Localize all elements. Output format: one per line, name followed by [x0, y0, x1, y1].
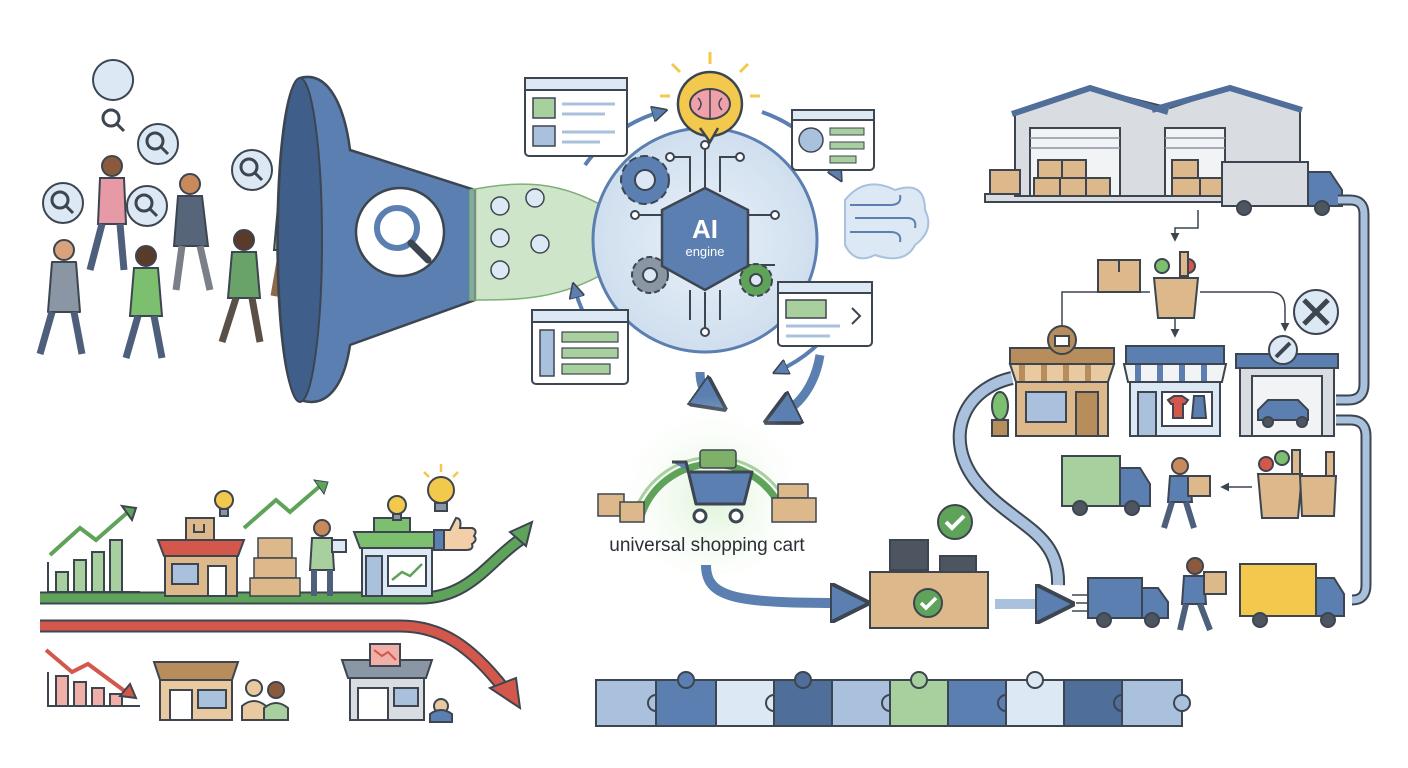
- package-boxes: [249, 537, 301, 597]
- courier-figure: [1161, 457, 1211, 529]
- data-stream: [469, 183, 611, 301]
- delivery-truck-icon: [1221, 161, 1343, 216]
- coffee-cup-icon: [1047, 325, 1077, 355]
- puzzle-piece-icon: [595, 679, 665, 727]
- closed-store: [340, 643, 434, 721]
- checkmark-icon: [913, 588, 943, 618]
- shopper-figure: [86, 155, 128, 271]
- delivery-truck-icon: [1072, 577, 1169, 628]
- checkout-counter: [869, 504, 989, 629]
- store-worker-figure: [308, 519, 347, 596]
- megaphone-funnel: [276, 75, 477, 404]
- grocery-bag: [1152, 251, 1200, 319]
- trend-up-arrow: [242, 484, 322, 530]
- puzzle-piece-icon: [889, 671, 949, 727]
- lightbulb-icon: [423, 464, 459, 512]
- shopper-icon: [241, 679, 289, 721]
- gear-icon: [631, 256, 669, 294]
- growth-path: [40, 464, 534, 605]
- browser-window-bottom-left: [531, 309, 629, 385]
- thumbs-up-icon: [433, 516, 477, 551]
- warehouse: [984, 84, 1336, 203]
- universal-shopping-cart: universal shopping cart: [597, 385, 817, 575]
- puzzle-piece-icon: [715, 679, 783, 727]
- puzzle-piece-icon: [947, 679, 1015, 727]
- shopper-figure: [218, 229, 264, 344]
- decline-path: [40, 619, 522, 723]
- shopper-figure: [122, 245, 166, 359]
- cart-to-checkout-arrow: [701, 564, 850, 603]
- magnifier-icon: [231, 149, 273, 191]
- auto-repair-garage: [1235, 335, 1339, 437]
- browser-window-top-right: [791, 109, 875, 171]
- engine-subtitle: engine: [685, 244, 724, 259]
- checkmark-icon: [937, 504, 973, 540]
- lightbulb-icon: [387, 495, 407, 521]
- puzzle-piece-icon: [773, 671, 833, 727]
- supply-pipeline: [952, 194, 1372, 606]
- user-profile-icon: [490, 188, 550, 280]
- coffee-shop: [156, 517, 246, 597]
- shopping-cart-icon: [672, 449, 754, 524]
- puzzle-piece-icon: [1005, 671, 1065, 727]
- wrench-icon: [1268, 335, 1298, 365]
- engine-to-cart-arrow: [780, 354, 825, 415]
- shopper-figure: [172, 173, 214, 291]
- struggling-store: [152, 661, 240, 721]
- puzzle-piece-icon: [1121, 679, 1191, 727]
- lightbulb-icon: [214, 490, 234, 517]
- coffee-cup-icon: [185, 517, 215, 541]
- magnifier-icon: [42, 182, 84, 224]
- package-boxes: [597, 483, 817, 523]
- growing-store: [352, 517, 442, 597]
- package-box: [1097, 259, 1141, 293]
- ai-engine: AI engine: [575, 112, 838, 370]
- gear-icon: [739, 263, 773, 297]
- growth-bar-chart-icon: [47, 504, 140, 593]
- magnifier-icon: [137, 123, 179, 165]
- engine-title: AI: [692, 214, 718, 244]
- delivery-truck-icon: [1239, 563, 1345, 628]
- search-crowd: [36, 59, 330, 359]
- courier-figure: [1177, 557, 1227, 632]
- magnifier-icon: [354, 186, 446, 278]
- browser-window-bottom-right: [777, 281, 873, 347]
- puzzle-strip: [595, 671, 1191, 727]
- shopper-icon: [429, 698, 453, 723]
- puzzle-piece-icon: [831, 679, 899, 727]
- puzzle-piece-icon: [655, 671, 717, 727]
- cart-label: universal shopping cart: [609, 535, 805, 556]
- wrench-screwdriver-icon: [1293, 289, 1339, 335]
- magnifier-icon: [92, 59, 134, 133]
- puzzle-piece-icon: [1063, 679, 1131, 727]
- delivery-truck-icon: [1061, 455, 1151, 516]
- grocery-bags: [1256, 449, 1338, 519]
- decline-bar-chart-icon: [44, 648, 140, 707]
- clothing-store: [1122, 345, 1228, 437]
- coffee-shop: [1008, 325, 1116, 437]
- potted-plant: [991, 391, 1009, 437]
- browser-window-top-left: [524, 77, 628, 157]
- magnifier-icon: [126, 185, 168, 227]
- shopper-figure: [36, 239, 86, 355]
- gear-icon: [620, 155, 670, 205]
- package-boxes: [989, 159, 1223, 197]
- wind-cloud: [844, 183, 930, 260]
- brain-icon: [660, 52, 760, 145]
